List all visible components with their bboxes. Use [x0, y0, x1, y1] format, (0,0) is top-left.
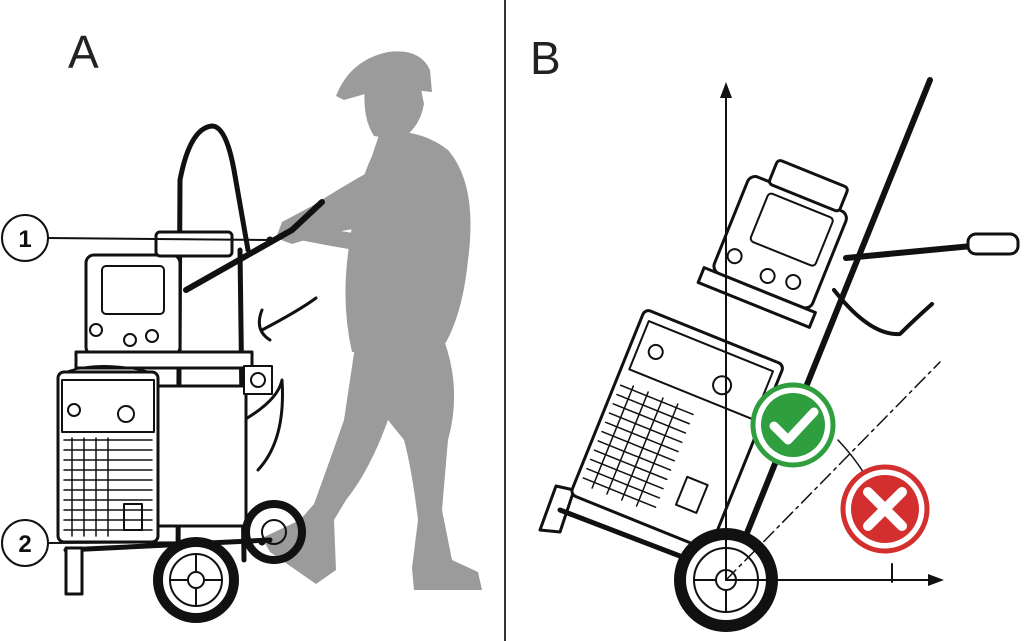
tilt-limit-line	[725, 361, 941, 581]
callout-1: 1	[1, 214, 274, 262]
vertical-axis-arrow	[720, 82, 732, 581]
callout-2: 2	[1, 519, 266, 567]
callout-2-number: 2	[18, 531, 31, 558]
wrong-angle-badge	[840, 464, 930, 554]
callout-1-number: 1	[18, 226, 31, 253]
horizontal-axis-arrow	[725, 563, 944, 586]
trolley-a	[56, 123, 325, 623]
panel-a-label: A	[68, 26, 99, 78]
panel-b: B	[530, 32, 1020, 632]
correct-angle-badge	[750, 382, 836, 468]
cross-icon	[863, 487, 907, 531]
panel-b-label: B	[530, 32, 561, 84]
panel-a: A	[1, 26, 482, 623]
check-icon	[769, 407, 819, 445]
rear-wheel-a	[242, 500, 306, 564]
trolley-b	[538, 77, 1020, 632]
person-silhouette	[262, 51, 482, 590]
power-source-grille	[63, 437, 153, 537]
